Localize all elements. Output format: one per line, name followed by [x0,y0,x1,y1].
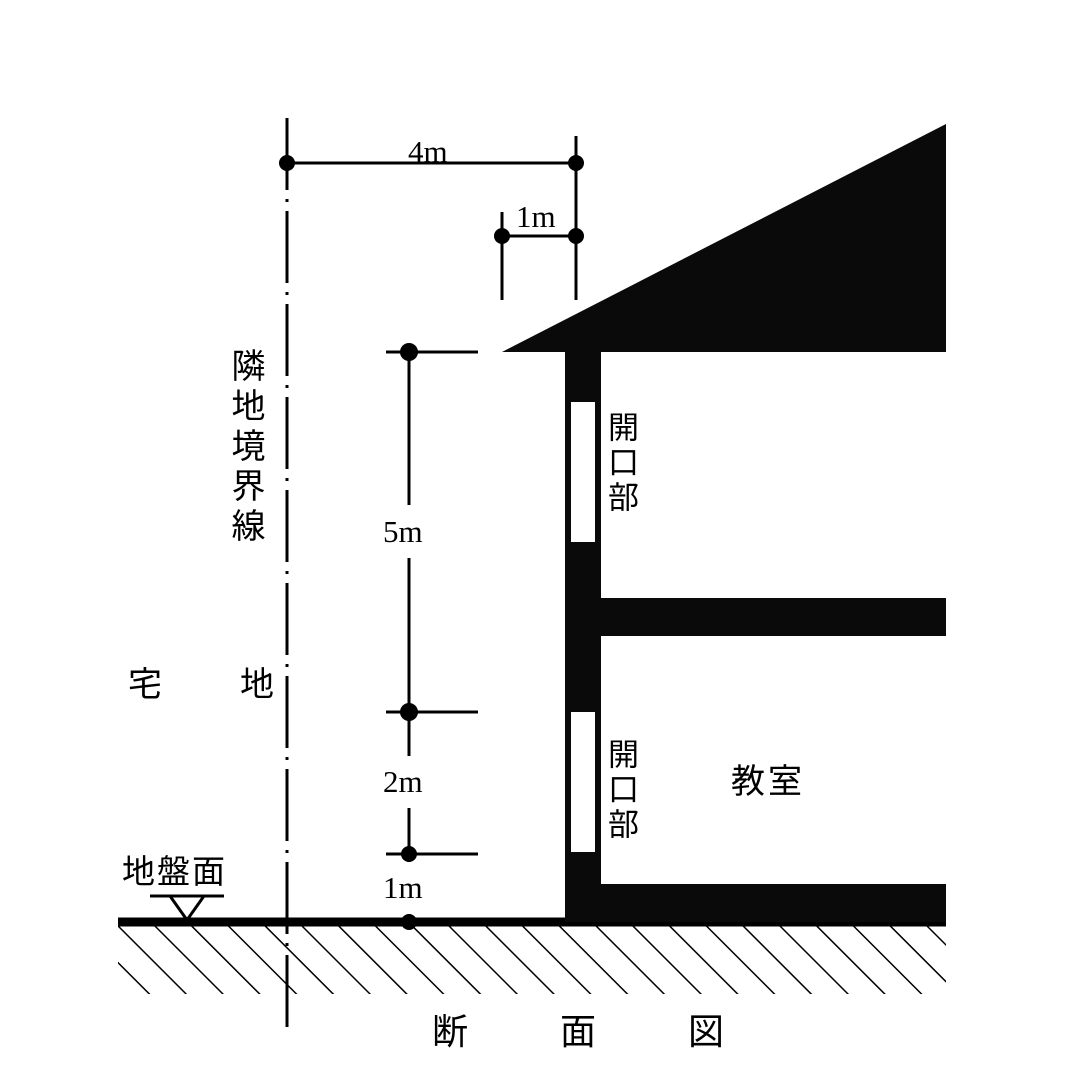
dim-dot-eave [400,343,418,361]
dimension-label-5m: 5m [383,514,423,549]
dim-dot-sill [400,703,418,721]
label-boundary-line: 隣地境界線 [225,348,265,548]
ground-hatch-clip-left [0,926,118,994]
label-ground-surface: 地盤面 [122,852,227,891]
dimension-label-2m: 2m [383,764,423,799]
ground-floor-slab [592,884,946,922]
vertical-dimensions [386,343,478,930]
horizontal-dimensions [279,136,584,300]
dimension-label-4m: 4m [408,134,448,169]
label-classroom: 教室 [731,762,805,802]
building-group [502,124,946,922]
dim-dot-lower [401,846,417,862]
roof [502,124,946,352]
label-opening-upper: 開口部 [602,411,638,516]
dim-dot-ground [401,914,417,930]
label-site: 宅 地 [128,665,296,705]
dimension-label-1m-horizontal: 1m [516,199,556,234]
label-opening-lower: 開口部 [602,738,638,843]
ground-hatch-clip-bottom [0,994,1080,1024]
figure-caption: 断 面 図 [432,1012,753,1053]
ground-level-triangle-icon [167,894,207,923]
ground-hatch-fill [118,926,946,994]
dim-4m-dot-left [279,155,295,171]
opening-lower [571,712,595,852]
opening-upper [571,402,595,542]
dimension-label-1m-vertical: 1m [383,870,423,905]
dim-1m-dot-right [568,228,584,244]
upper-floor-slab [592,598,946,636]
ground-hatch-clip-right [946,926,1080,994]
